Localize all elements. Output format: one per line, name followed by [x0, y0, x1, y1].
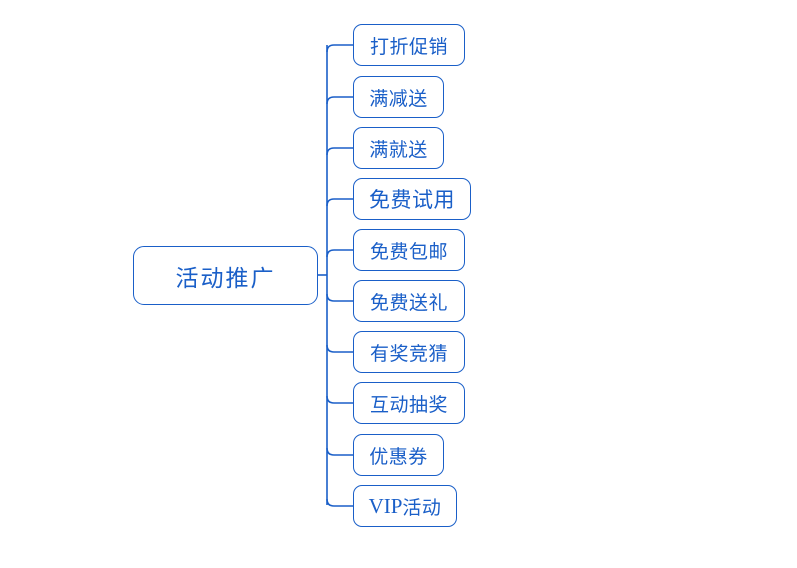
child-node-8-label: 互动抽奖 [369, 394, 448, 416]
connector-6 [326, 293, 353, 302]
connector-5 [326, 249, 353, 258]
child-node-4[interactable]: 免费试用 [353, 178, 471, 220]
child-node-1[interactable]: 打折促销 [353, 24, 465, 66]
connector-10 [326, 498, 353, 507]
child-node-3[interactable]: 满就送 [353, 127, 444, 169]
child-node-3-label: 满就送 [369, 139, 428, 161]
child-node-9[interactable]: 优惠券 [353, 434, 444, 476]
connector-7 [326, 344, 353, 353]
child-node-7-label: 有奖竞猜 [369, 343, 448, 365]
child-node-9-label: 优惠券 [369, 446, 428, 468]
connector-8 [326, 395, 353, 404]
child-node-6[interactable]: 免费送礼 [353, 280, 465, 322]
child-node-2-label: 满减送 [369, 88, 428, 110]
connector-1 [326, 44, 353, 53]
connector-4 [326, 198, 353, 207]
child-node-5[interactable]: 免费包邮 [353, 229, 465, 271]
child-node-5-label: 免费包邮 [369, 241, 448, 263]
child-node-10-latin: VIP [368, 493, 403, 518]
connector-9 [326, 447, 353, 456]
child-node-4-label: 免费试用 [369, 189, 455, 212]
child-node-2[interactable]: 满减送 [353, 76, 444, 118]
child-node-1-label: 打折促销 [369, 36, 448, 58]
connector-3 [326, 147, 353, 156]
child-node-7[interactable]: 有奖竞猜 [353, 331, 465, 373]
child-node-8[interactable]: 互动抽奖 [353, 382, 465, 424]
root-node-label: 活动推广 [175, 264, 276, 291]
root-node[interactable]: 活动推广 [133, 246, 318, 305]
connector-2 [326, 96, 353, 105]
child-node-6-label: 免费送礼 [369, 292, 448, 314]
child-node-10-label: 活动 [402, 497, 442, 519]
